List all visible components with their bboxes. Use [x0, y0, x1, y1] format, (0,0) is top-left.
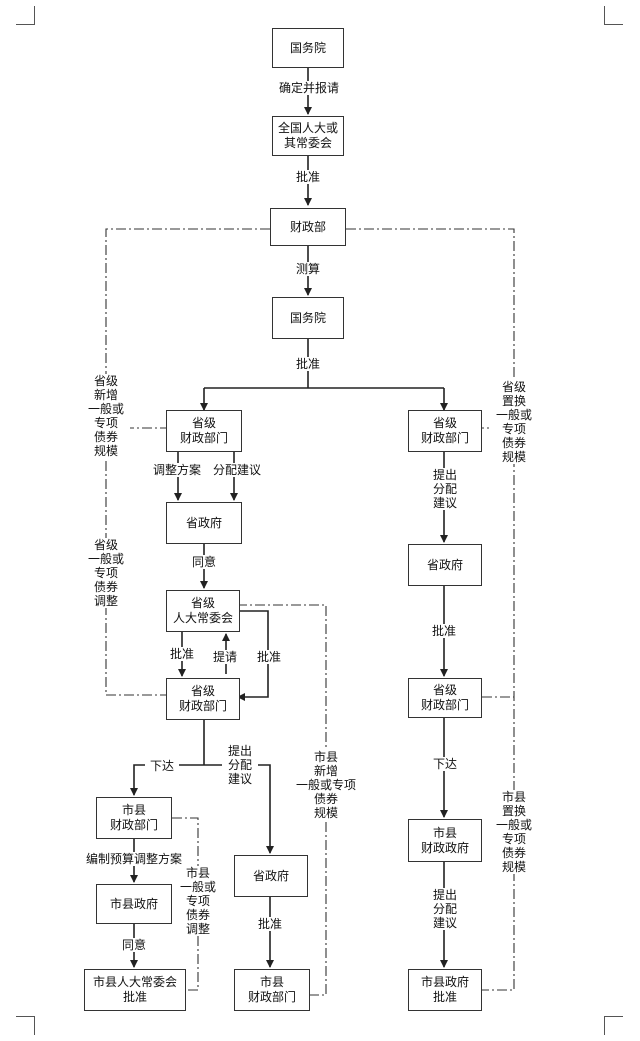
box-city-finance-gov-right: 市县 财政政府: [408, 819, 482, 862]
box-prov-npc-standing: 省级 人大常委会: [166, 590, 240, 632]
label-agree-2: 同意: [119, 938, 149, 952]
box-state-council-2: 国务院: [272, 297, 344, 339]
crop-mark-bottom-right: [604, 1016, 623, 1035]
box-prov-gov-left: 省政府: [166, 502, 242, 544]
box-prov-gov-middle: 省政府: [234, 855, 308, 897]
box-city-gov: 市县政府: [96, 884, 172, 924]
label-issue-left: 下达: [145, 759, 179, 773]
label-approve-right: 批准: [429, 624, 459, 638]
label-city-replace-bond-scale: 市县 置换 一般或 专项 债券 规模: [490, 790, 538, 874]
label-approve-3: 批准: [167, 647, 197, 661]
box-prov-finance-right: 省级 财政部门: [408, 410, 482, 452]
label-approve-2: 批准: [293, 357, 323, 371]
box-state-council-1: 国务院: [272, 28, 344, 68]
box-prov-finance-right-2: 省级 财政部门: [408, 678, 482, 718]
label-propose-right: 提出 分配 建议: [428, 468, 462, 510]
box-prov-finance-left: 省级 财政部门: [166, 410, 242, 452]
label-approve-4: 批准: [254, 650, 284, 664]
label-calculate: 测算: [293, 262, 323, 276]
box-npc: 全国人大或 其常委会: [272, 116, 344, 156]
label-adjust-plan: 调整方案: [150, 463, 204, 477]
box-city-finance: 市县 财政部门: [96, 797, 172, 839]
box-prov-finance-left-2: 省级 财政部门: [166, 678, 240, 720]
label-city-new-bond-scale: 市县 新增 一般或专项 债券 规模: [292, 750, 360, 820]
label-confirm-submit: 确定并报请: [276, 81, 342, 95]
crop-mark-top-right: [604, 6, 623, 25]
box-prov-gov-right: 省政府: [408, 544, 482, 586]
label-alloc-suggest: 分配建议: [210, 463, 264, 477]
box-city-finance-middle: 市县 财政部门: [234, 969, 310, 1011]
label-city-bond-adjust: 市县 一般或 专项 债券 调整: [176, 866, 220, 936]
label-prov-replace-bond-scale: 省级 置换 一般或 专项 债券 规模: [490, 380, 538, 464]
box-ministry-of-finance: 财政部: [270, 208, 346, 246]
box-city-npc-approval: 市县人大常委会 批准: [84, 969, 186, 1011]
crop-mark-bottom-left: [16, 1016, 35, 1035]
crop-mark-top-left: [16, 6, 35, 25]
label-propose-right-2: 提出 分配 建议: [428, 888, 462, 930]
label-issue-right: 下达: [428, 757, 462, 771]
box-city-gov-approval-right: 市县政府 批准: [408, 969, 482, 1011]
label-agree-1: 同意: [189, 555, 219, 569]
label-propose-middle: 提出 分配 建议: [222, 744, 258, 786]
label-prov-new-bond-scale: 省级 新增 一般或 专项 债券 规模: [82, 374, 130, 458]
label-approve-1: 批准: [293, 170, 323, 184]
label-approve-middle: 批准: [255, 917, 285, 931]
label-compile-plan: 编制预算调整方案: [84, 852, 184, 866]
label-submit: 提请: [210, 650, 240, 664]
label-prov-bond-adjust: 省级 一般或 专项 债券 调整: [82, 538, 130, 608]
